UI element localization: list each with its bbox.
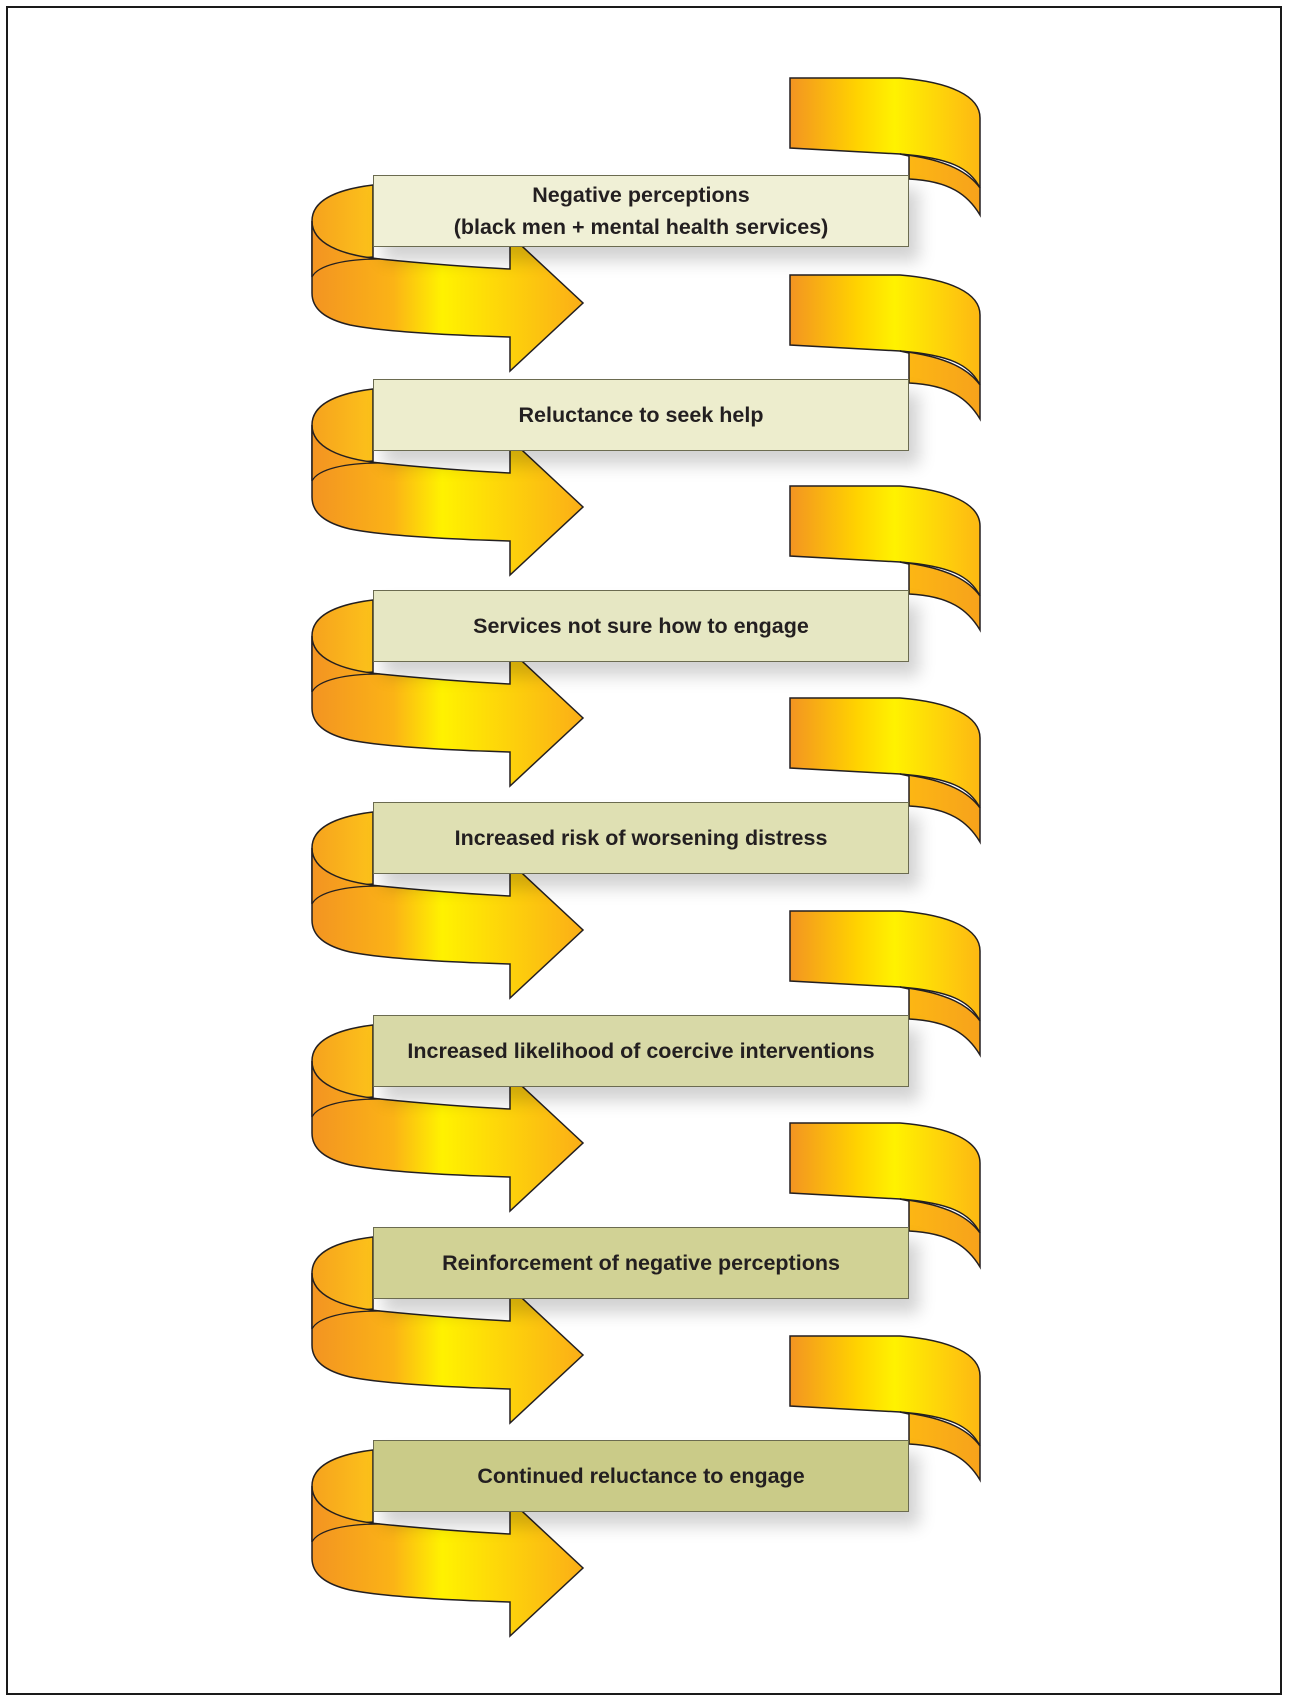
ribbon-right-curl-2	[899, 350, 981, 422]
step-label-5: Increased likelihood of coercive interve…	[407, 1039, 875, 1063]
step-label-3: Services not sure how to engage	[473, 614, 809, 638]
step-box-4: Increased risk of worsening distress	[373, 802, 909, 874]
step-box-1: Negative perceptions (black men + mental…	[373, 175, 909, 247]
ribbon-edge-line-7	[311, 1523, 381, 1543]
ribbon-right-curl-6	[899, 1198, 981, 1270]
step-label-1: Negative perceptions (black men + mental…	[453, 183, 829, 239]
step-label-4: Increased risk of worsening distress	[454, 826, 828, 850]
ribbon-edge-line-2	[311, 462, 381, 482]
ribbon-back-strip-2	[789, 274, 981, 386]
ribbon-right-curl-5	[899, 986, 981, 1058]
step-box-3: Services not sure how to engage	[373, 590, 909, 662]
ribbon-front-arrow-2	[311, 424, 585, 577]
ribbon-back-strip-3	[789, 485, 981, 597]
ribbon-front-arrow-1	[311, 220, 585, 373]
ribbon-back-strip-6	[789, 1122, 981, 1234]
step-box-6: Reinforcement of negative perceptions	[373, 1227, 909, 1299]
ribbon-back-strip-7	[789, 1335, 981, 1447]
ribbon-right-curl-3	[899, 561, 981, 633]
ribbon-front-arrow-7	[311, 1485, 585, 1638]
ribbon-right-curl-4	[899, 773, 981, 845]
step-label-6: Reinforcement of negative perceptions	[442, 1251, 840, 1275]
ribbon-edge-line-4	[311, 885, 381, 905]
step-label-7: Continued reluctance to engage	[477, 1464, 805, 1488]
ribbon-edge-line-1	[311, 258, 381, 278]
ribbon-back-strip-1	[789, 77, 981, 189]
step-box-5: Increased likelihood of coercive interve…	[373, 1015, 909, 1087]
ribbon-back-strip-4	[789, 697, 981, 809]
ribbon-front-arrow-5	[311, 1060, 585, 1213]
ribbon-back-strip-5	[789, 910, 981, 1022]
ribbon-edge-line-5	[311, 1098, 381, 1118]
ribbon-front-arrow-4	[311, 847, 585, 1000]
ribbon-front-arrow-3	[311, 635, 585, 788]
ribbon-front-arrow-6	[311, 1272, 585, 1425]
ribbon-right-curl-1	[899, 153, 981, 218]
step-box-2: Reluctance to seek help	[373, 379, 909, 451]
step-box-7: Continued reluctance to engage	[373, 1440, 909, 1512]
ribbon-edge-line-3	[311, 673, 381, 693]
step-label-2: Reluctance to seek help	[518, 403, 764, 427]
ribbon-right-curl-7	[899, 1411, 981, 1483]
ribbon-edge-line-6	[311, 1310, 381, 1330]
